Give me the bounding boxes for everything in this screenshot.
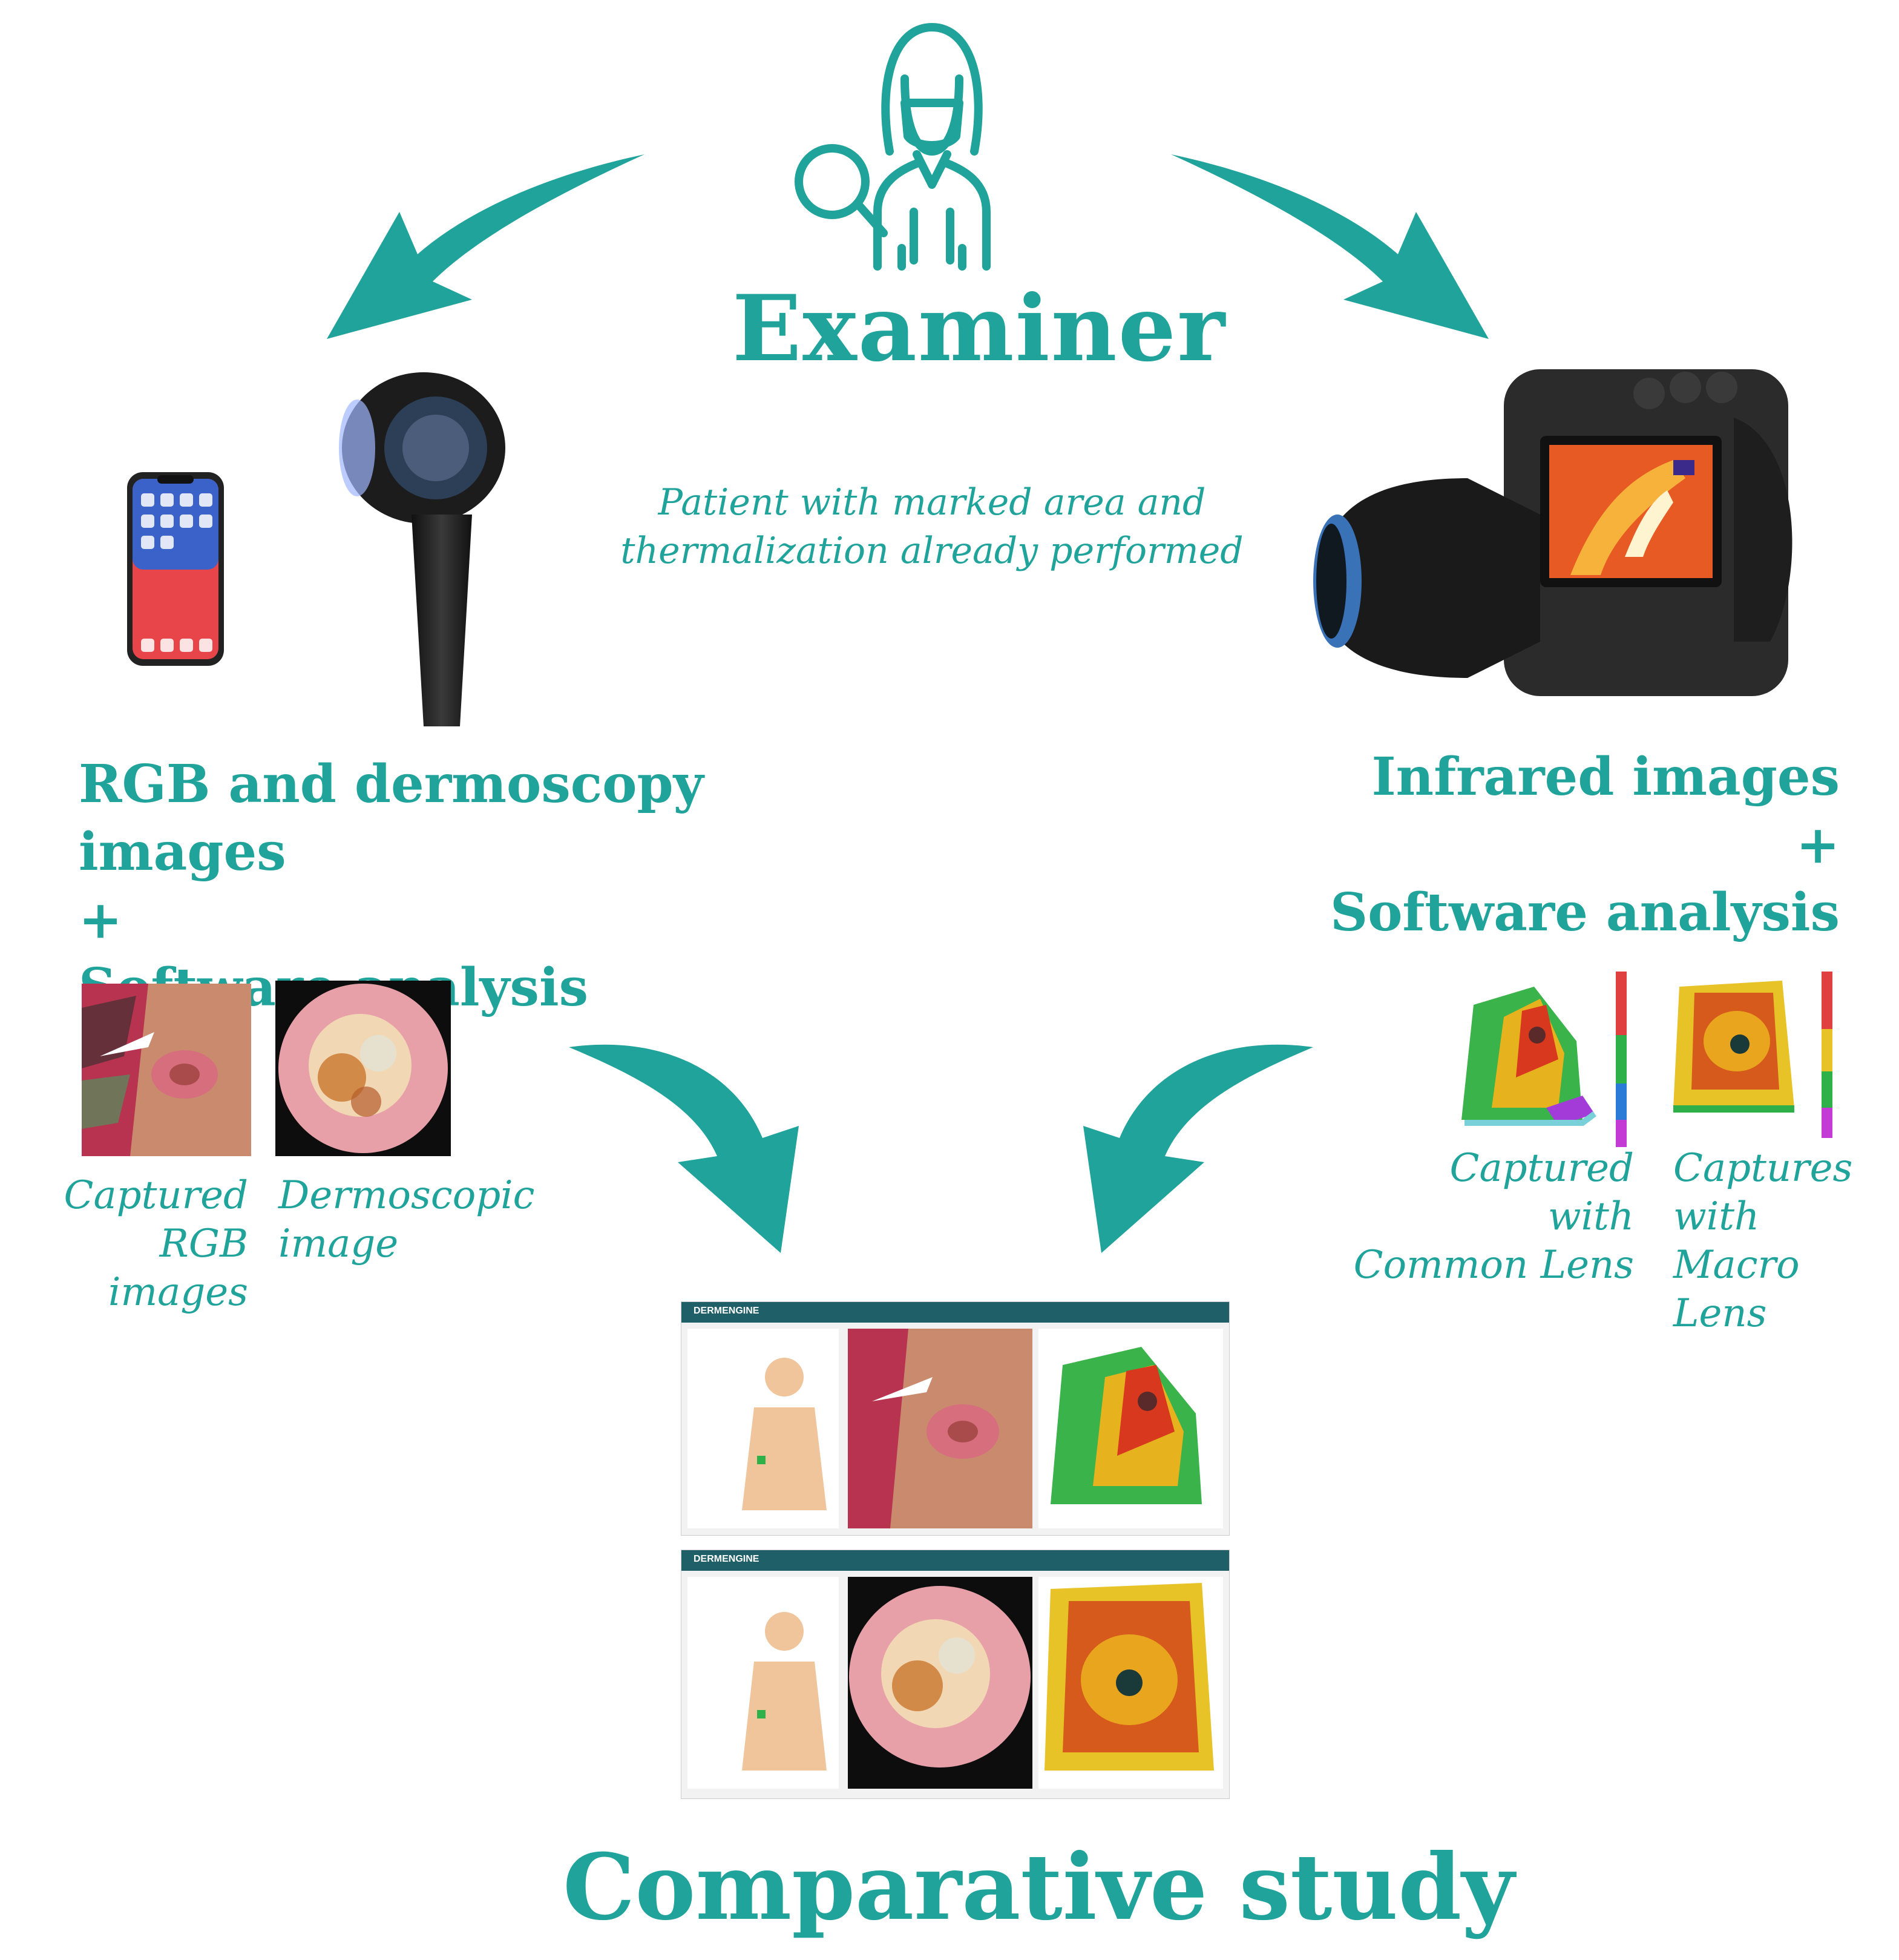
right-heading-line-2: Software analysis	[1330, 882, 1840, 943]
caption-rgb-line-2: RGB images	[108, 1222, 248, 1315]
caption-dermoscopic-line-2: image	[278, 1222, 399, 1266]
caption-macro-lens-line-2: with	[1673, 1194, 1760, 1239]
caption-dermoscopic-line-1: Dermoscopic	[278, 1173, 535, 1218]
software-screenshot-2: DERMENGINE	[681, 1550, 1230, 1799]
caption-rgb: Captured RGB images	[12, 1171, 248, 1317]
rgb-image-thumbnail	[82, 984, 251, 1156]
thermal-camera-icon	[1313, 369, 1792, 696]
arrow-right-down	[1171, 154, 1489, 339]
left-heading-plus: +	[79, 889, 123, 950]
left-heading-line-1: RGB and dermoscopy images	[79, 754, 704, 883]
examiner-icon	[795, 23, 991, 271]
smartphone-icon	[127, 472, 224, 666]
caption-macro-lens: Captures with Macro Lens	[1673, 1144, 1891, 1338]
patient-note-line-2: thermalization already performed	[620, 530, 1244, 572]
thermal-macro-lens-thumbnail	[1673, 972, 1832, 1138]
body-map-panel	[687, 1329, 839, 1528]
arrow-right-to-study	[1083, 1044, 1313, 1253]
dermoscopic-panel	[848, 1577, 1032, 1789]
patient-note-line-1: Patient with marked area and	[658, 481, 1206, 524]
software-screenshot-1: DERMENGINE	[681, 1301, 1230, 1536]
right-heading-plus: +	[1796, 814, 1840, 875]
patient-note: Patient with marked area and thermalizat…	[599, 478, 1265, 575]
arrow-left-to-study	[569, 1044, 799, 1253]
thermal-common-lens-thumbnail	[1461, 972, 1627, 1147]
caption-common-lens-line-2: with	[1547, 1194, 1634, 1239]
dermoscopic-image-thumbnail	[275, 981, 451, 1156]
caption-dermoscopic: Dermoscopic image	[278, 1171, 581, 1268]
right-heading-line-1: Infrared images	[1371, 746, 1840, 807]
software-header-bar: DERMENGINE	[681, 1550, 1229, 1571]
caption-common-lens: Captured with Common Lens	[1331, 1144, 1634, 1289]
software-header-bar: DERMENGINE	[681, 1302, 1229, 1323]
rgb-panel	[848, 1329, 1032, 1528]
magnifier-icon	[795, 144, 888, 237]
comparative-study-title: Comparative study	[563, 1834, 1515, 1941]
caption-macro-lens-line-3: Macro Lens	[1673, 1243, 1800, 1336]
thermal-panel-1	[1038, 1329, 1223, 1528]
software-brand: DERMENGINE	[694, 1306, 759, 1316]
caption-rgb-line-1: Captured	[64, 1173, 248, 1218]
arrow-left-down	[327, 154, 644, 339]
left-heading: RGB and dermoscopy images + Software ana…	[79, 751, 926, 1022]
caption-common-lens-line-1: Captured	[1449, 1146, 1634, 1191]
software-brand: DERMENGINE	[694, 1554, 759, 1564]
thermal-panel-2	[1038, 1577, 1223, 1789]
examiner-title: Examiner	[732, 275, 1227, 382]
right-heading: Infrared images + Software analysis	[1150, 743, 1840, 947]
dermatoscope-icon	[339, 372, 505, 726]
body-map-panel	[687, 1577, 839, 1789]
caption-macro-lens-line-1: Captures	[1673, 1146, 1853, 1191]
caption-common-lens-line-3: Common Lens	[1353, 1243, 1634, 1287]
